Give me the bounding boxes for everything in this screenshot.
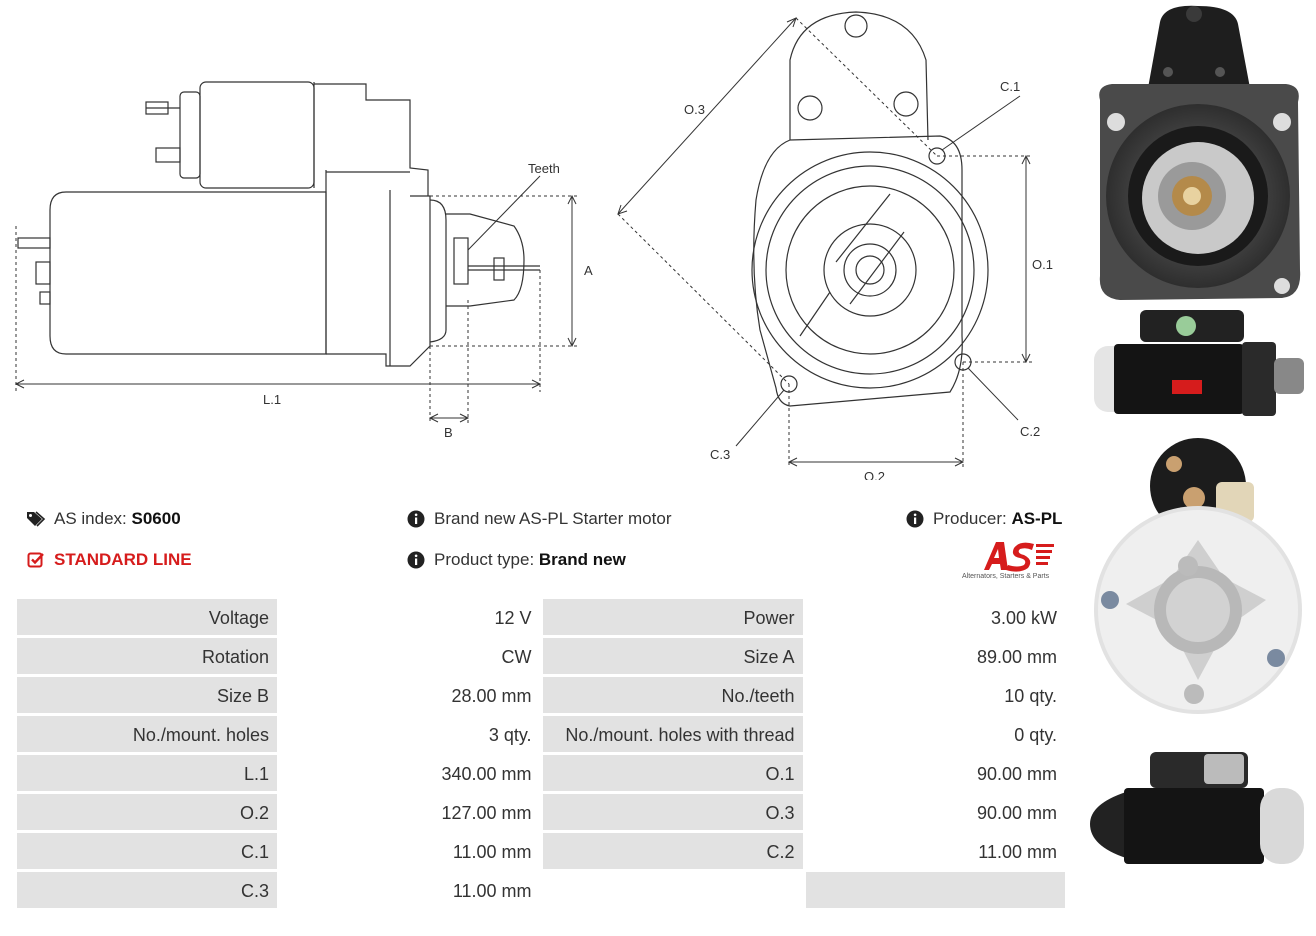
spec-label-cell: L.1 (17, 755, 277, 791)
front-view-drawing: C.1 C.2 C.3 O.1 O.2 O.3 (600, 0, 1080, 480)
as-index-value: S0600 (131, 509, 181, 528)
spec-value-cell: 28.00 mm (279, 677, 540, 713)
spec-label-cell: Size B (17, 677, 277, 713)
spec-value-cell: 89.00 mm (805, 638, 1065, 674)
spec-value-cell: 12 V (279, 599, 540, 635)
dim-c3-label: C.3 (710, 447, 730, 462)
spec-value-cell: 0 qty. (805, 716, 1065, 752)
description-text: Brand new AS-PL Starter motor (434, 509, 672, 528)
producer-value: AS-PL (1011, 509, 1063, 528)
logo-tagline: Alternators, Starters & Parts (962, 573, 1050, 580)
spec-label-cell: Voltage (17, 599, 277, 635)
dim-o1-label: O.1 (1032, 257, 1053, 272)
product-photo-rear (1086, 428, 1312, 744)
spec-value-cell: 11.00 mm (805, 833, 1065, 869)
teeth-label: Teeth (528, 161, 560, 176)
spec-label-cell: No./teeth (542, 677, 803, 713)
spec-label-cell: Power (542, 599, 803, 635)
product-type-row: Product type: Brand new (406, 550, 626, 570)
as-pl-logo-mark (984, 542, 1054, 572)
dim-c1-label: C.1 (1000, 79, 1020, 94)
checkbox-checked-icon (26, 551, 46, 569)
as-pl-logo: Alternators, Starters & Parts (962, 538, 1068, 584)
info-icon (406, 551, 426, 569)
description-row: Brand new AS-PL Starter motor (406, 509, 671, 529)
product-photo-side-2 (1086, 748, 1312, 870)
side-view-drawing: Teeth A L.1 B (0, 0, 600, 460)
spec-label-cell: C.2 (542, 833, 803, 869)
spec-label-cell: No./mount. holes with thread (542, 716, 803, 752)
product-type-label: Product type: (434, 550, 535, 569)
spec-value-cell: 3.00 kW (805, 599, 1065, 635)
standard-line-label: STANDARD LINE (54, 550, 192, 569)
product-photo-side-1 (1086, 306, 1312, 418)
spec-label-cell: O.2 (17, 794, 277, 830)
dim-c2-label: C.2 (1020, 424, 1040, 439)
dim-o3-label: O.3 (684, 102, 705, 117)
tags-icon (26, 510, 46, 528)
standard-line-row: STANDARD LINE (26, 550, 192, 570)
as-index-label: AS index: (54, 509, 127, 528)
dim-o2-label: O.2 (864, 469, 885, 480)
spec-value-cell: 10 qty. (805, 677, 1065, 713)
dim-l1-label: L.1 (263, 392, 281, 407)
spec-value-cell: 3 qty. (279, 716, 540, 752)
product-type-value: Brand new (538, 550, 626, 569)
product-photo-front (1086, 0, 1312, 308)
spec-value-cell (805, 872, 1065, 908)
producer-label: Producer: (933, 509, 1007, 528)
spec-label-cell: No./mount. holes (17, 716, 277, 752)
spec-label-cell (542, 872, 803, 908)
spec-label-cell: O.3 (542, 794, 803, 830)
spec-value-cell: 90.00 mm (805, 794, 1065, 830)
spec-value-cell: 127.00 mm (279, 794, 540, 830)
as-index-row: AS index: S0600 (26, 509, 181, 529)
spec-value-cell: CW (279, 638, 540, 674)
info-icon (905, 510, 925, 528)
spec-value-cell: 11.00 mm (279, 872, 540, 908)
dim-b-label: B (444, 425, 453, 440)
spec-label-cell: Rotation (17, 638, 277, 674)
spec-label-cell: O.1 (542, 755, 803, 791)
spec-value-cell: 11.00 mm (279, 833, 540, 869)
spec-label-cell: Size A (542, 638, 803, 674)
producer-row: Producer: AS-PL (905, 509, 1062, 529)
spec-value-cell: 340.00 mm (279, 755, 540, 791)
spec-label-cell: C.3 (17, 872, 277, 908)
info-icon (406, 510, 426, 528)
spec-label-cell: C.1 (17, 833, 277, 869)
spec-value-cell: 90.00 mm (805, 755, 1065, 791)
dim-a-label: A (584, 263, 593, 278)
